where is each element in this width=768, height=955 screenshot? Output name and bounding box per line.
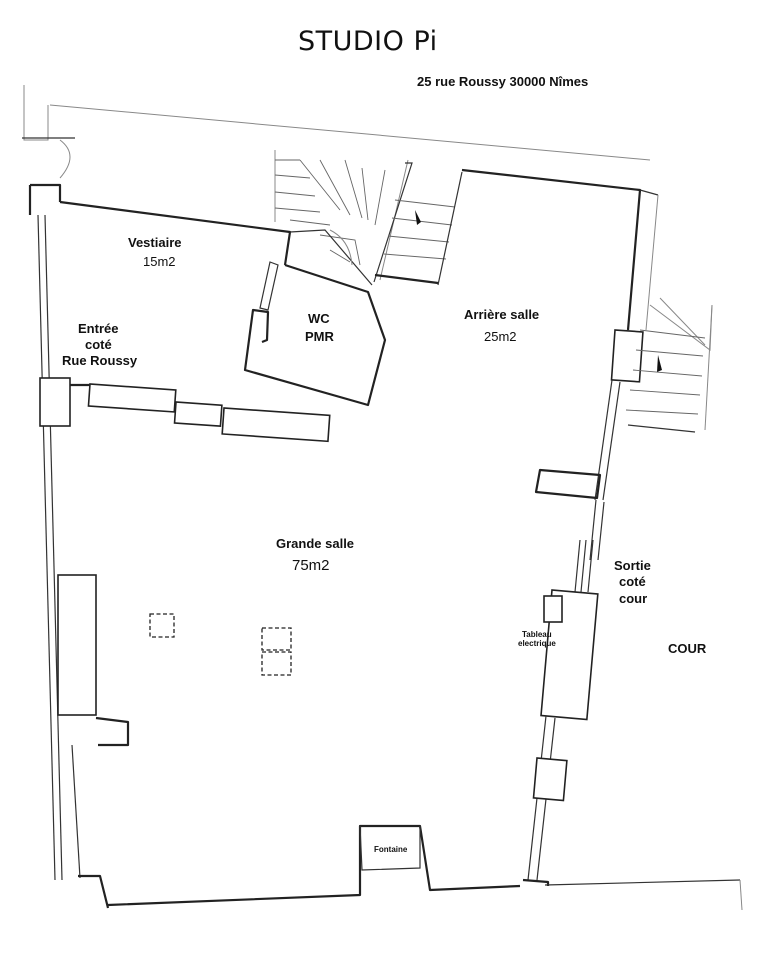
fontaine-label: Fontaine xyxy=(374,845,408,854)
entree-label-line2: coté xyxy=(85,337,112,352)
grande-salle-area: 75m2 xyxy=(292,557,330,574)
courtyard-boundary xyxy=(544,879,743,911)
vestiaire-area: 15m2 xyxy=(143,254,176,269)
entree-label-line1: Entrée xyxy=(78,321,118,336)
left-outer-wall xyxy=(28,183,130,909)
floor-markings xyxy=(149,613,292,676)
sortie-label-line3: cour xyxy=(619,591,647,606)
right-wall xyxy=(522,194,713,886)
sortie-label-line2: coté xyxy=(619,574,646,589)
wc-pmr-label: PMR xyxy=(305,329,335,344)
dashed-marker xyxy=(261,651,292,676)
grande-salle-label: Grande salle xyxy=(276,536,354,551)
arriere-salle-area: 25m2 xyxy=(484,329,517,344)
electrical-board-box xyxy=(543,595,563,623)
tableau-label-line1: Tableau xyxy=(522,630,552,639)
dashed-marker xyxy=(149,613,175,638)
vestiaire-label: Vestiaire xyxy=(128,235,182,250)
address-text: 25 rue Roussy 30000 Nîmes xyxy=(417,74,588,89)
left-wall-segment xyxy=(57,574,97,716)
bottom-wall xyxy=(107,595,563,907)
arriere-salle-label: Arrière salle xyxy=(464,307,539,322)
central-staircase xyxy=(274,150,463,286)
cour-label: COUR xyxy=(668,641,707,656)
street-wall xyxy=(22,85,651,179)
entree-label-line3: Rue Roussy xyxy=(62,353,138,368)
wc-enclosure xyxy=(243,261,387,407)
tableau-label-line2: electrique xyxy=(518,639,556,648)
dashed-marker xyxy=(261,627,292,651)
entry-pillar xyxy=(39,377,71,427)
sortie-label-line1: Sortie xyxy=(614,558,651,573)
vestiaire-walls xyxy=(59,200,331,443)
wc-label: WC xyxy=(308,311,330,326)
page-title: STUDIO Pi xyxy=(298,26,438,57)
arriere-salle-walls xyxy=(374,168,659,331)
